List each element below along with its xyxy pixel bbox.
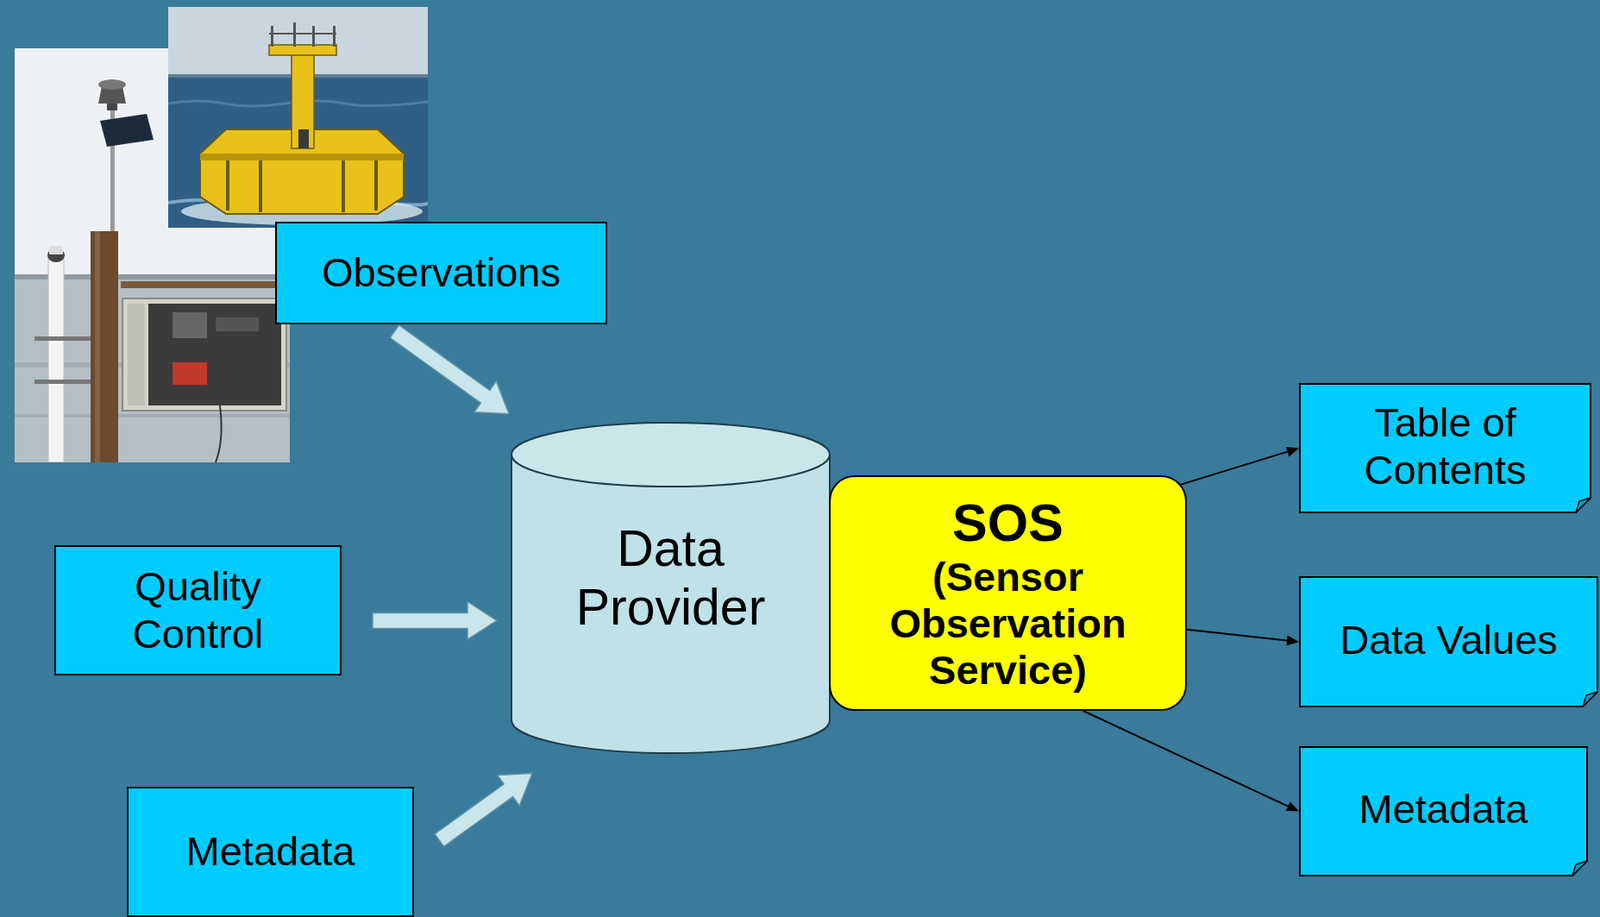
pier-photo-part xyxy=(122,298,287,411)
block-arrow-shape xyxy=(389,325,509,415)
pier-photo-part xyxy=(215,405,222,463)
block-arrow xyxy=(372,601,497,640)
arrow-connector xyxy=(1083,710,1299,812)
arrowhead xyxy=(1286,446,1299,458)
block-arrow-shape xyxy=(434,772,533,847)
pier-photo-part xyxy=(172,312,208,339)
node-label: SOS xyxy=(952,492,1064,553)
pier-photo-part xyxy=(34,379,91,384)
buoy-photo-part xyxy=(258,160,263,213)
pier-photo-part xyxy=(120,281,290,289)
pier-photo-part xyxy=(172,362,208,385)
document-body xyxy=(1299,383,1591,513)
document-fold xyxy=(1582,691,1598,707)
pier-photo-part xyxy=(100,113,154,147)
buoy-photo-part xyxy=(269,32,337,35)
input-box: Metadata xyxy=(126,786,415,917)
buoy-photo-part xyxy=(200,153,404,161)
document-body xyxy=(1299,746,1588,876)
document-body xyxy=(1299,577,1598,707)
buoy-photo-part xyxy=(200,129,404,214)
document-fold xyxy=(1575,497,1591,513)
buoy-photo-part xyxy=(168,6,428,228)
buoy-photo-part xyxy=(291,51,314,149)
node-label: Data Values xyxy=(1339,616,1558,664)
database-cylinder: Data Provider xyxy=(510,421,831,753)
pier-photo-part xyxy=(106,103,118,111)
pier-photo-part xyxy=(98,79,126,90)
pier-photo-part xyxy=(215,317,259,332)
buoy-photo-part xyxy=(332,25,336,47)
buoy-photo-part xyxy=(298,129,309,149)
pier-photo-part xyxy=(49,245,63,255)
output-document: Table of Contents xyxy=(1298,382,1592,514)
block-arrow xyxy=(389,325,509,415)
arrow-connector xyxy=(1186,629,1299,647)
buoy-photo-part xyxy=(312,25,315,47)
service-box: SOS(Sensor Observation Service) xyxy=(828,475,1187,711)
input-box: Quality Control xyxy=(54,545,342,676)
buoy-photo-part xyxy=(374,160,378,211)
pier-photo-part xyxy=(148,303,282,406)
document-fold xyxy=(1572,860,1588,876)
pier-photo-part xyxy=(90,231,119,463)
arrowhead xyxy=(1286,635,1299,647)
block-arrow xyxy=(434,772,533,847)
pier-photo-part xyxy=(48,258,64,463)
node-label: Table of Contents xyxy=(1312,399,1578,493)
arrow-connector xyxy=(1172,446,1299,488)
node-subtitle: (Sensor Observation Service) xyxy=(847,553,1168,694)
node-label: Metadata xyxy=(1359,785,1529,833)
cylinder-top xyxy=(511,422,830,487)
pier-photo-part xyxy=(127,303,145,406)
node-label: Data Provider xyxy=(527,520,814,638)
input-box: Observations xyxy=(275,221,608,325)
node-label: Metadata xyxy=(186,828,356,875)
output-document: Metadata xyxy=(1298,746,1588,877)
buoy-photo-part xyxy=(269,44,337,56)
connector-line xyxy=(1083,710,1289,807)
output-document: Data Values xyxy=(1298,576,1599,708)
arrowhead xyxy=(1286,801,1299,811)
buoy-photo-part xyxy=(341,160,346,213)
cylinder-body xyxy=(511,454,830,753)
buoy-photo-part xyxy=(225,160,230,211)
connector-line xyxy=(1172,451,1287,488)
pier-photo-part xyxy=(94,231,101,463)
pier-photo-part xyxy=(34,336,91,341)
buoy-photo xyxy=(168,6,428,228)
node-label: Observations xyxy=(321,249,561,296)
connector-line xyxy=(1186,629,1287,641)
block-arrow-shape xyxy=(372,601,497,640)
buoy-photo-part xyxy=(270,25,274,47)
node-label: Quality Control xyxy=(68,563,328,657)
